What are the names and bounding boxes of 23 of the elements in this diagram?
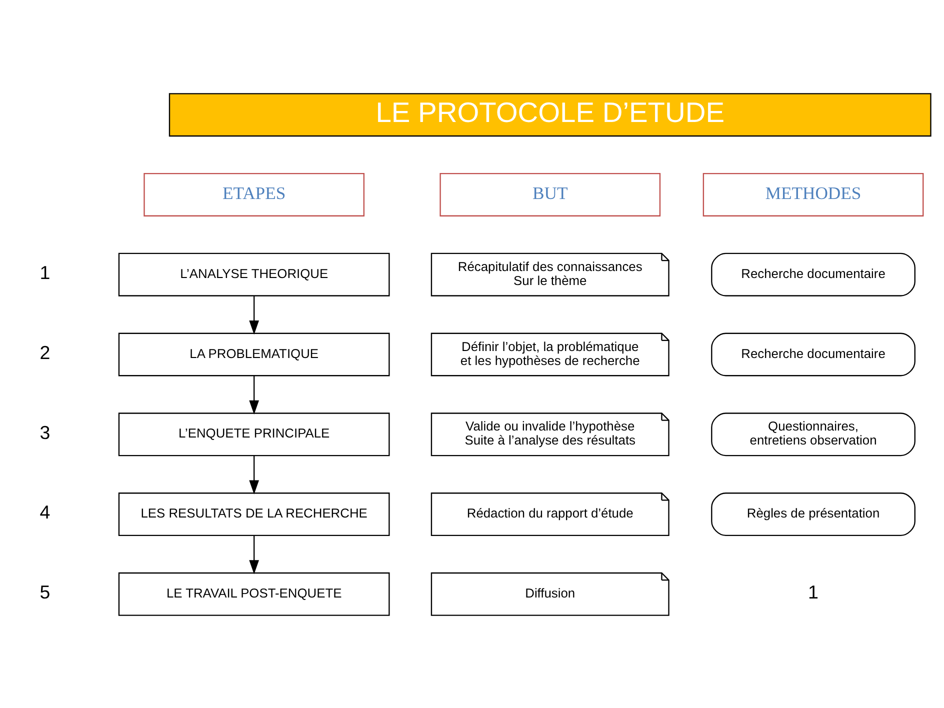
node-box: Questionnaires, entretiens observation — [711, 412, 916, 456]
label: 3 — [40, 421, 50, 442]
arrow — [249, 376, 260, 414]
arrow — [249, 535, 260, 574]
node-box: Règles de présentation — [711, 492, 916, 536]
arrow — [249, 296, 260, 334]
arrow — [249, 455, 260, 494]
node-box: LA PROBLEMATIQUE — [118, 332, 390, 376]
node-box: Recherche documentaire — [711, 252, 916, 296]
node-box: LE TRAVAIL POST-ENQUETE — [118, 572, 390, 616]
label: 1 — [40, 262, 50, 283]
node-box: LE PROTOCOLE D’ETUDE — [168, 92, 932, 136]
label: 5 — [40, 581, 50, 602]
node-box: METHODES — [702, 172, 924, 216]
label: 1 — [808, 581, 818, 602]
label: 2 — [40, 341, 50, 362]
node-box: BUT — [440, 172, 661, 216]
node-box: L’ENQUETE PRINCIPALE — [118, 412, 390, 456]
node-box: ETAPES — [144, 172, 364, 216]
node-box: LES RESULTATS DE LA RECHERCHE — [118, 492, 390, 536]
node-box: Recherche documentaire — [711, 332, 916, 376]
label: 4 — [40, 501, 50, 522]
node-box: L’ANALYSE THEORIQUE — [118, 252, 390, 296]
